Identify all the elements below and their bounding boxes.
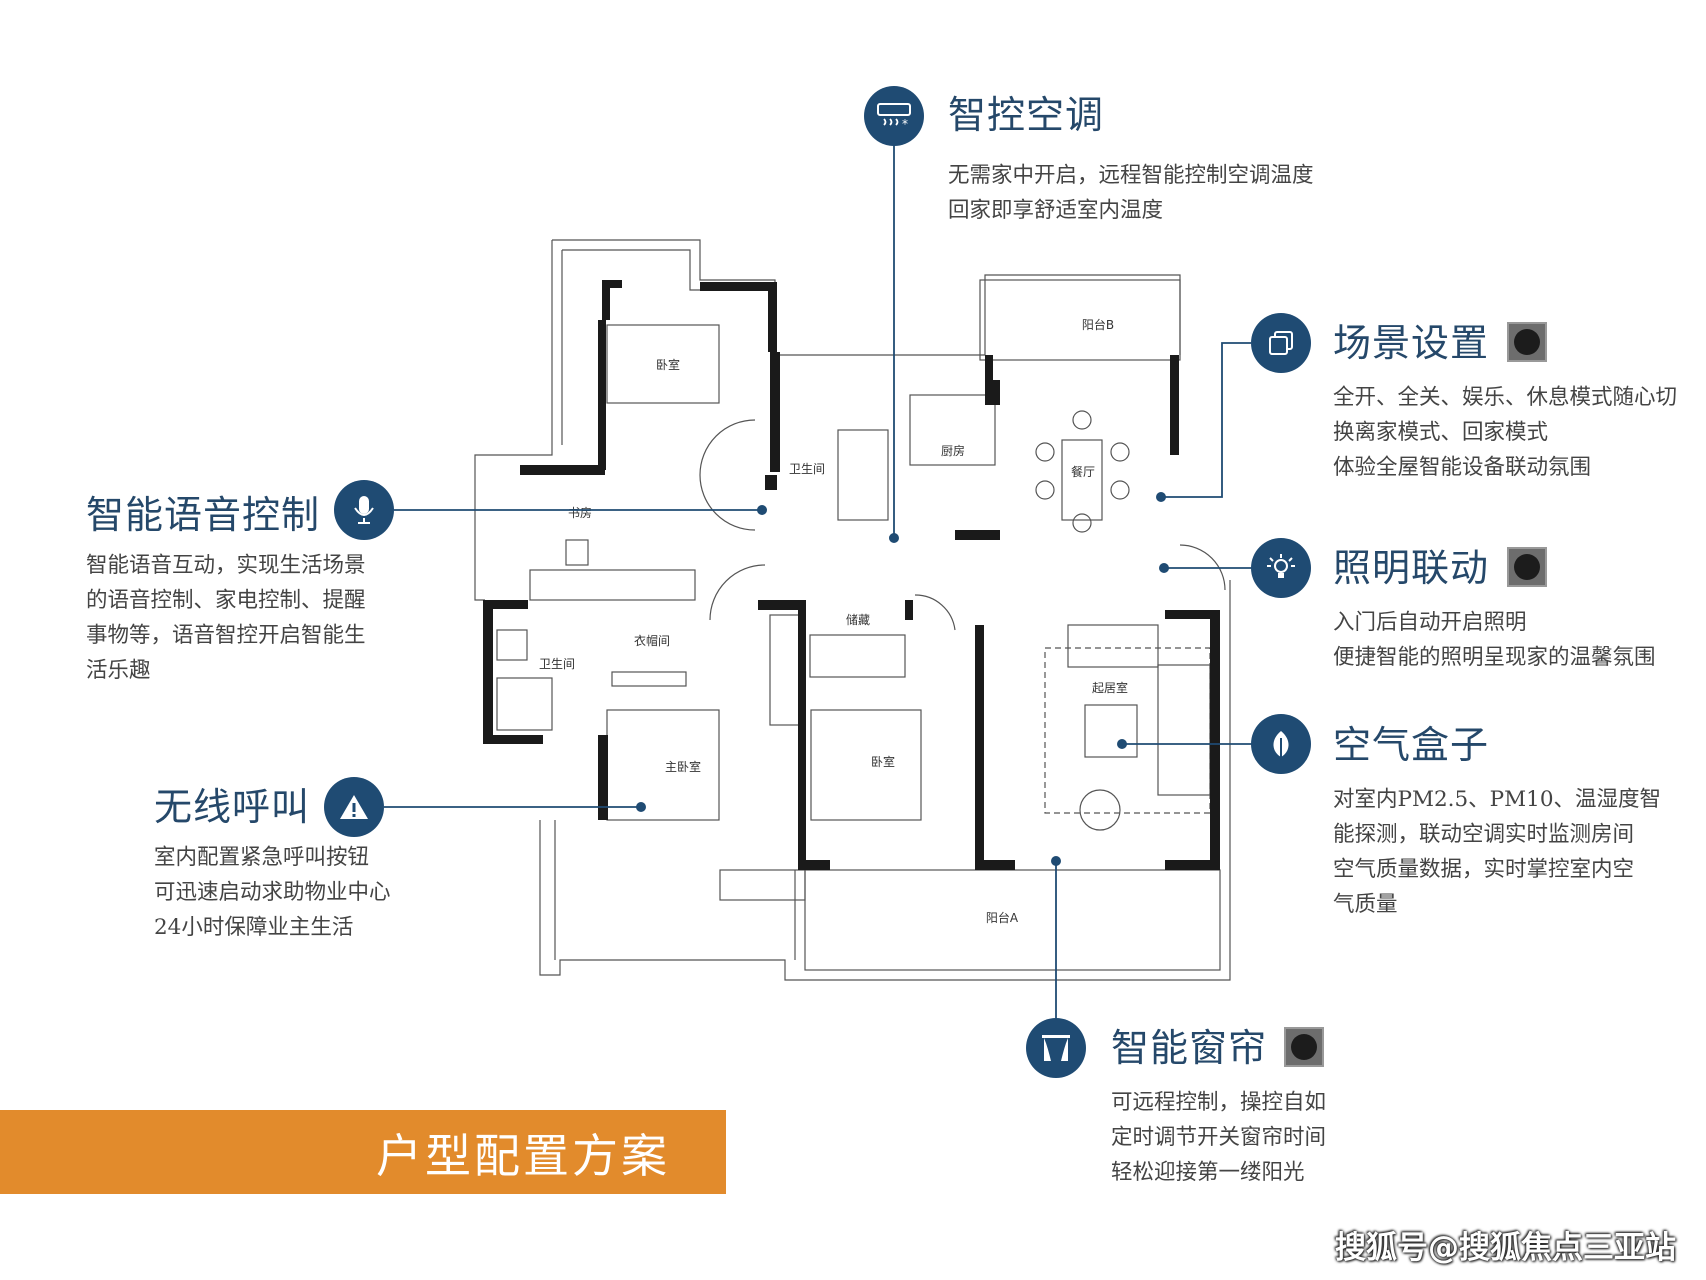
feature-lighting-title: 照明联动 [1333, 546, 1490, 590]
room-label-living: 起居室 [1092, 680, 1128, 695]
feature-ac-title: 智控空调 [948, 93, 1105, 137]
room-label-study: 书房 [568, 505, 592, 520]
light-bulb-icon [1251, 538, 1311, 598]
feature-call-line: 室内配置紧急呼叫按钮 [154, 845, 370, 870]
room-label-bathroom-w: 卫生间 [539, 657, 575, 671]
scene-layers-icon [1251, 313, 1311, 373]
feature-curtain-line: 可远程控制，操控自如 [1111, 1090, 1327, 1115]
room-label-master: 主卧室 [665, 759, 701, 774]
watermark: 搜狐号@搜狐焦点三亚站 [1335, 1230, 1676, 1266]
room-label-bedroom-nw: 卧室 [656, 357, 680, 372]
feature-scene-line: 换离家模式、回家模式 [1333, 420, 1549, 445]
feature-lighting: 照明联动 入门后自动开启照明 便捷智能的照明呈现家的温馨氛围 [1333, 545, 1656, 675]
room-label-bathroom-n: 卫生间 [789, 462, 825, 476]
room-label-balcony-a: 阳台A [986, 910, 1019, 925]
room-label-storage: 储藏 [846, 612, 870, 627]
feature-voice-line: 活乐趣 [86, 658, 151, 683]
feature-curtain-line: 定时调节开关窗帘时间 [1111, 1125, 1327, 1150]
feature-voice-line: 事物等，语音智控开启智能生 [86, 623, 366, 648]
room-label-balcony-b: 阳台B [1082, 317, 1114, 332]
feature-call: 无线呼叫 室内配置紧急呼叫按钮 可迅速启动求助物业中心 24小时保障业主生活 [154, 784, 391, 945]
feature-curtain: 智能窗帘 可远程控制，操控自如 定时调节开关窗帘时间 轻松迎接第一缕阳光 [1111, 1025, 1326, 1190]
microphone-icon [334, 480, 394, 540]
feature-call-title: 无线呼叫 [154, 785, 311, 829]
scene-switch-icon [1507, 322, 1547, 362]
feature-scene-line: 全开、全关、娱乐、休息模式随心切 [1333, 385, 1678, 410]
feature-air-title: 空气盒子 [1333, 723, 1490, 767]
feature-scene: 场景设置 全开、全关、娱乐、休息模式随心切 换离家模式、回家模式 体验全屋智能设… [1333, 320, 1677, 485]
feature-ac-line: 无需家中开启，远程智能控制空调温度 [948, 163, 1314, 188]
feature-air: 空气盒子 对室内PM2.5、PM10、温湿度智 能探测，联动空调实时监测房间 空… [1333, 722, 1661, 922]
feature-voice-line: 的语音控制、家电控制、提醒 [86, 588, 366, 613]
feature-lighting-line: 便捷智能的照明呈现家的温馨氛围 [1333, 645, 1656, 670]
feature-voice-line: 智能语音互动，实现生活场景 [86, 553, 366, 578]
feature-air-line: 气质量 [1333, 892, 1398, 917]
curtain-switch-icon [1284, 1027, 1324, 1067]
feature-scene-line: 体验全屋智能设备联动氛围 [1333, 455, 1592, 480]
feature-air-line: 空气质量数据，实时掌控室内空 [1333, 857, 1635, 882]
room-label-kitchen: 厨房 [941, 443, 965, 458]
feature-call-line: 可迅速启动求助物业中心 [154, 880, 391, 905]
room-label-closet: 衣帽间 [634, 633, 670, 648]
room-label-bedroom-s: 卧室 [871, 754, 895, 769]
feature-voice: 智能语音控制 智能语音互动，实现生活场景 的语音控制、家电控制、提醒 事物等，语… [86, 492, 366, 688]
banner-title: 户型配置方案 [376, 1129, 670, 1183]
leaf-icon [1251, 714, 1311, 774]
air-conditioner-icon: * [864, 86, 924, 146]
feature-voice-title: 智能语音控制 [86, 493, 321, 537]
curtain-icon [1026, 1018, 1086, 1078]
feature-lighting-line: 入门后自动开启照明 [1333, 610, 1527, 635]
title-banner: 户型配置方案 [0, 1110, 726, 1194]
svg-text:*: * [902, 117, 908, 131]
feature-ac: 智控空调 无需家中开启，远程智能控制空调温度 回家即享舒适室内温度 [948, 92, 1314, 228]
lighting-switch-icon [1507, 547, 1547, 587]
feature-scene-title: 场景设置 [1333, 321, 1490, 365]
feature-air-line: 能探测，联动空调实时监测房间 [1333, 822, 1635, 847]
warning-icon [324, 777, 384, 837]
room-label-dining: 餐厅 [1071, 464, 1095, 479]
feature-call-line: 24小时保障业主生活 [154, 915, 354, 940]
feature-air-line: 对室内PM2.5、PM10、温湿度智 [1333, 787, 1662, 812]
feature-curtain-line: 轻松迎接第一缕阳光 [1111, 1160, 1305, 1185]
feature-curtain-title: 智能窗帘 [1111, 1026, 1268, 1070]
feature-ac-line: 回家即享舒适室内温度 [948, 198, 1164, 223]
